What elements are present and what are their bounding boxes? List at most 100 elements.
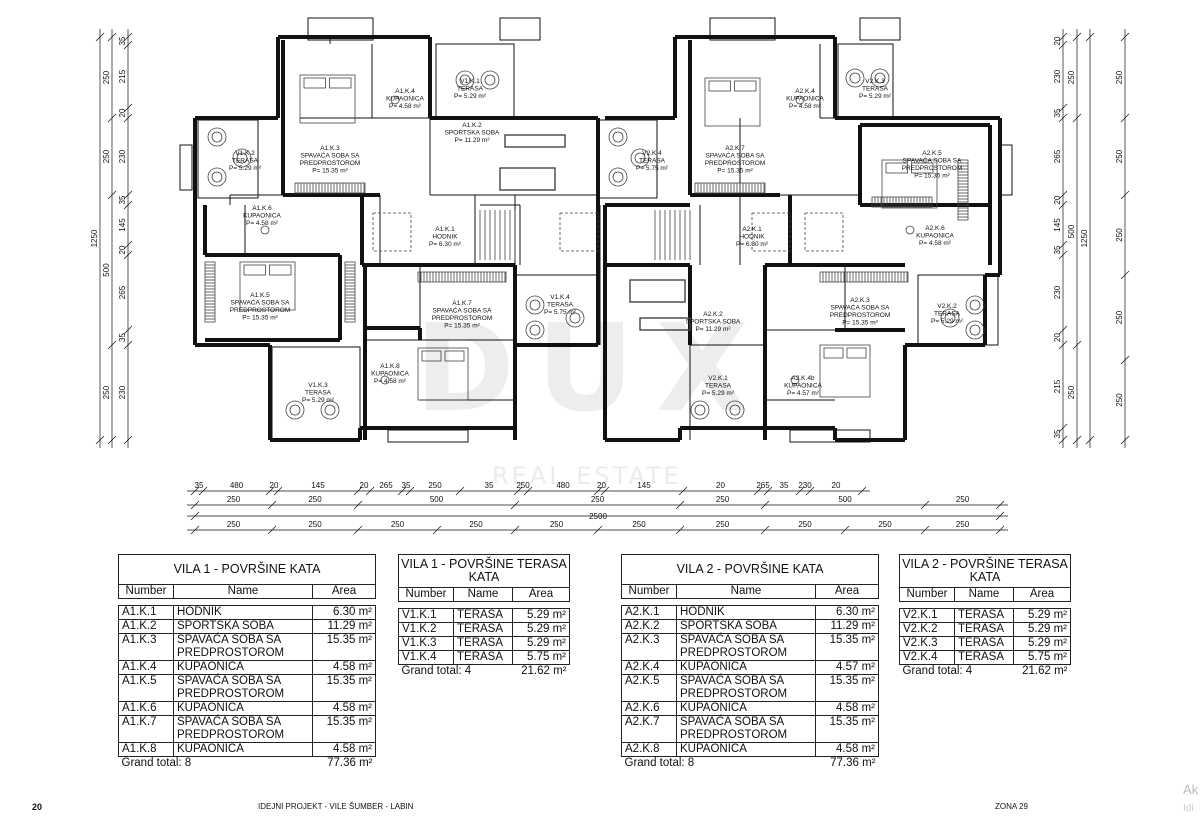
- dim-label: 230: [118, 149, 127, 163]
- cell-number: A1.K.8: [118, 742, 174, 757]
- dim-label: 20: [118, 245, 127, 254]
- dim-tick: [405, 486, 415, 496]
- table-vila1-terasa: VILA 1 - POVRŠINE TERASA KATA Number Nam…: [398, 554, 570, 678]
- cell-number: V1.K.2: [398, 622, 454, 637]
- pillow: [734, 80, 757, 92]
- dim-label: 250: [227, 495, 241, 504]
- cell-area: 5.29 m²: [512, 622, 570, 637]
- col-name: Name: [173, 584, 313, 599]
- dim-tick: [1058, 435, 1068, 445]
- cell-name: SPAVAĆA SOBA SA PREDPROSTOROM: [676, 715, 816, 743]
- chair: [940, 308, 960, 328]
- cell-number: A2.K.4: [621, 660, 677, 675]
- chair: [965, 295, 985, 315]
- dim-label: 265: [379, 481, 393, 490]
- dim-label: 20: [716, 481, 725, 490]
- dim-tick: [123, 325, 133, 335]
- cell-area: 5.29 m²: [1013, 622, 1071, 637]
- dim-label: 265: [118, 285, 127, 299]
- cell-name: TERASA: [954, 650, 1014, 665]
- cell-area: 15.35 m²: [312, 674, 376, 702]
- dim-tick: [123, 32, 133, 42]
- dim-label: 480: [556, 481, 570, 490]
- bed: [417, 347, 469, 401]
- zone-label: ZONA 29: [995, 802, 1028, 811]
- dim-label: 250: [591, 495, 605, 504]
- terrace-outline: [197, 119, 259, 199]
- col-area: Area: [1013, 587, 1071, 602]
- project-title: IDEJNI PROJEKT - VILE ŠUMBER - LABIN: [258, 802, 414, 811]
- cell-area: 15.35 m²: [815, 633, 879, 661]
- col-area: Area: [815, 584, 879, 599]
- dim-label: 500: [430, 495, 444, 504]
- dim-tick: [510, 500, 520, 510]
- chair-seat: [529, 299, 541, 311]
- dim-tick: [995, 500, 1005, 510]
- chair-seat: [459, 74, 471, 86]
- cell-area: 4.57 m²: [815, 660, 879, 675]
- dim-tick: [107, 435, 117, 445]
- dim-label: 230: [1053, 285, 1062, 299]
- cell-area: 5.75 m²: [1013, 650, 1071, 665]
- dim-label: 20: [832, 481, 841, 490]
- grand-total-label: Grand total: 4: [401, 665, 472, 677]
- dim-tick: [265, 486, 275, 496]
- chair-seat: [324, 404, 336, 416]
- terrace-outline: [435, 43, 515, 119]
- cell-name: SPAVAĆA SOBA SA PREDPROSTOROM: [676, 633, 816, 661]
- dim-label: 480: [230, 481, 244, 490]
- dim-tick: [763, 486, 773, 496]
- dim-label: 35: [118, 36, 127, 45]
- cell-area: 15.35 m²: [815, 674, 879, 702]
- dim-label: 250: [1115, 310, 1124, 324]
- dim-label: 145: [637, 481, 651, 490]
- chair-seat: [969, 324, 981, 336]
- dim-label: 230: [118, 385, 127, 399]
- col-name: Name: [453, 587, 513, 602]
- chair: [965, 320, 985, 340]
- cell-name: KUPAONICA: [676, 660, 816, 675]
- pillow: [444, 350, 465, 362]
- chair: [480, 70, 500, 90]
- dim-label: 250: [1115, 393, 1124, 407]
- chair-seat: [529, 324, 541, 336]
- dim-tick: [1072, 435, 1082, 445]
- dim-label: 230: [798, 481, 812, 490]
- cell-number: V2.K.2: [899, 622, 955, 637]
- cell-area: 15.35 m²: [312, 715, 376, 743]
- terrace-outline: [387, 429, 469, 443]
- dim-label: 35: [485, 481, 494, 490]
- cell-name: HODNIK: [676, 605, 816, 620]
- dim-label: 250: [1067, 385, 1076, 399]
- cell-name: KUPAONICA: [676, 742, 816, 757]
- dim-label: 145: [311, 481, 325, 490]
- dim-tick: [1120, 435, 1130, 445]
- cell-area: 6.30 m²: [815, 605, 879, 620]
- grand-total-label: Grand total: 4: [902, 665, 973, 677]
- bed: [299, 74, 356, 124]
- table-vila2-kata: VILA 2 - POVRŠINE KATA Number Name Area …: [621, 554, 879, 770]
- cell-area: 4.58 m²: [815, 701, 879, 716]
- dim-tick: [1058, 200, 1068, 210]
- dim-tick: [190, 511, 200, 521]
- pillow: [303, 77, 326, 89]
- col-name: Name: [676, 584, 816, 599]
- terrace-outline: [179, 144, 193, 191]
- dim-label: 230: [1053, 69, 1062, 83]
- cell-number: A2.K.5: [621, 674, 677, 702]
- dim-tick: [123, 103, 133, 113]
- chair-seat: [729, 404, 741, 416]
- wardrobe: [294, 182, 366, 194]
- dim-label: 250: [227, 520, 241, 529]
- dim-tick: [1085, 32, 1095, 42]
